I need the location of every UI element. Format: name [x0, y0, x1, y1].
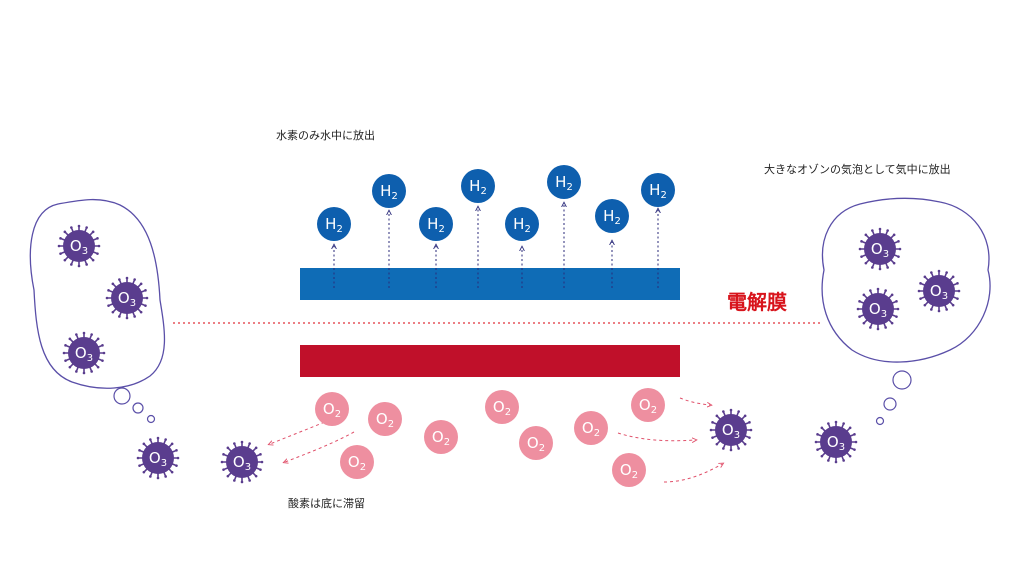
- oxygen-molecule: O2: [574, 411, 608, 445]
- svg-text:O2: O2: [527, 434, 545, 454]
- left-ozone-cloud: [29, 198, 166, 389]
- oxygen-molecule: O2: [519, 426, 553, 460]
- hydrogen-molecule: H2: [547, 165, 581, 199]
- svg-text:O2: O2: [348, 453, 366, 473]
- svg-text:O3: O3: [869, 300, 887, 320]
- oxygen-molecule: O2: [315, 392, 349, 426]
- svg-text:O2: O2: [432, 428, 450, 448]
- oxygen-arrows: [270, 397, 722, 483]
- hydrogen-molecule: H2: [505, 207, 539, 241]
- oxygen-molecule: O2: [612, 453, 646, 487]
- ozone-molecule: O3: [136, 436, 180, 480]
- ozone-molecule: O3: [709, 408, 753, 452]
- left-thought-bubble-large: [113, 387, 131, 405]
- oxygen-arrow: [617, 432, 695, 441]
- ozone-molecule: O3: [917, 269, 961, 313]
- right-thought-bubble-large: [892, 370, 912, 390]
- svg-text:H2: H2: [513, 215, 531, 235]
- ozone-molecule: O3: [858, 227, 902, 271]
- ozone-molecule: O3: [105, 276, 149, 320]
- oxygen-molecule: O2: [485, 390, 519, 424]
- hydrogen-molecule: H2: [461, 169, 495, 203]
- svg-text:H2: H2: [325, 215, 343, 235]
- oxygen-arrow: [679, 397, 710, 405]
- right-thought-bubble-medium: [883, 397, 897, 411]
- svg-text:O3: O3: [930, 282, 948, 302]
- svg-text:O3: O3: [722, 421, 740, 441]
- oxygen-molecule: O2: [424, 420, 458, 454]
- svg-text:H2: H2: [380, 182, 398, 202]
- svg-text:O3: O3: [871, 240, 889, 260]
- hydrogen-molecule: H2: [372, 174, 406, 208]
- hydrogen-molecule: H2: [419, 207, 453, 241]
- svg-text:H2: H2: [427, 215, 445, 235]
- svg-text:O3: O3: [75, 344, 93, 364]
- hydrogen-arrows: [334, 204, 658, 288]
- svg-text:O3: O3: [233, 453, 251, 473]
- membrane-label: 電解膜: [727, 290, 787, 314]
- svg-text:O2: O2: [376, 410, 394, 430]
- oxygen-molecule: O2: [631, 388, 665, 422]
- hydrogen-release-label: 水素のみ水中に放出: [276, 129, 375, 142]
- svg-text:H2: H2: [603, 207, 621, 227]
- svg-text:H2: H2: [469, 177, 487, 197]
- svg-text:H2: H2: [649, 181, 667, 201]
- right-ozone-cloud: [821, 197, 991, 363]
- right-thought-bubble-small: [875, 416, 885, 426]
- svg-text:O3: O3: [149, 449, 167, 469]
- ozone-bubble-label: 大きなオゾンの気泡として気中に放出: [764, 163, 951, 176]
- oxygen-arrow: [663, 464, 722, 483]
- svg-text:O2: O2: [582, 419, 600, 439]
- ozone-molecule: O3: [62, 331, 106, 375]
- cathode-plate: [300, 268, 680, 300]
- svg-text:O3: O3: [827, 433, 845, 453]
- oxygen-molecule: O2: [340, 445, 374, 479]
- svg-text:O3: O3: [70, 237, 88, 257]
- oxygen-arrow: [270, 419, 331, 444]
- svg-text:O3: O3: [118, 289, 136, 309]
- oxygen-molecule: O2: [368, 402, 402, 436]
- svg-text:H2: H2: [555, 173, 573, 193]
- ozone-molecule: O3: [814, 420, 858, 464]
- anode-plate: [300, 345, 680, 377]
- svg-text:O2: O2: [323, 400, 341, 420]
- hydrogen-molecule: H2: [641, 173, 675, 207]
- svg-text:O2: O2: [620, 461, 638, 481]
- svg-text:O2: O2: [493, 398, 511, 418]
- left-thought-bubble-small: [146, 414, 156, 424]
- svg-text:O2: O2: [639, 396, 657, 416]
- ozone-molecule: O3: [57, 224, 101, 268]
- hydrogen-molecule: H2: [317, 207, 351, 241]
- oxygen-remains-label: 酸素は底に滞留: [288, 497, 365, 510]
- ozone-molecule: O3: [220, 440, 264, 484]
- hydrogen-molecule: H2: [595, 199, 629, 233]
- left-thought-bubble-medium: [132, 402, 144, 414]
- oxygen-arrow: [285, 431, 355, 462]
- ozone-molecule: O3: [856, 287, 900, 331]
